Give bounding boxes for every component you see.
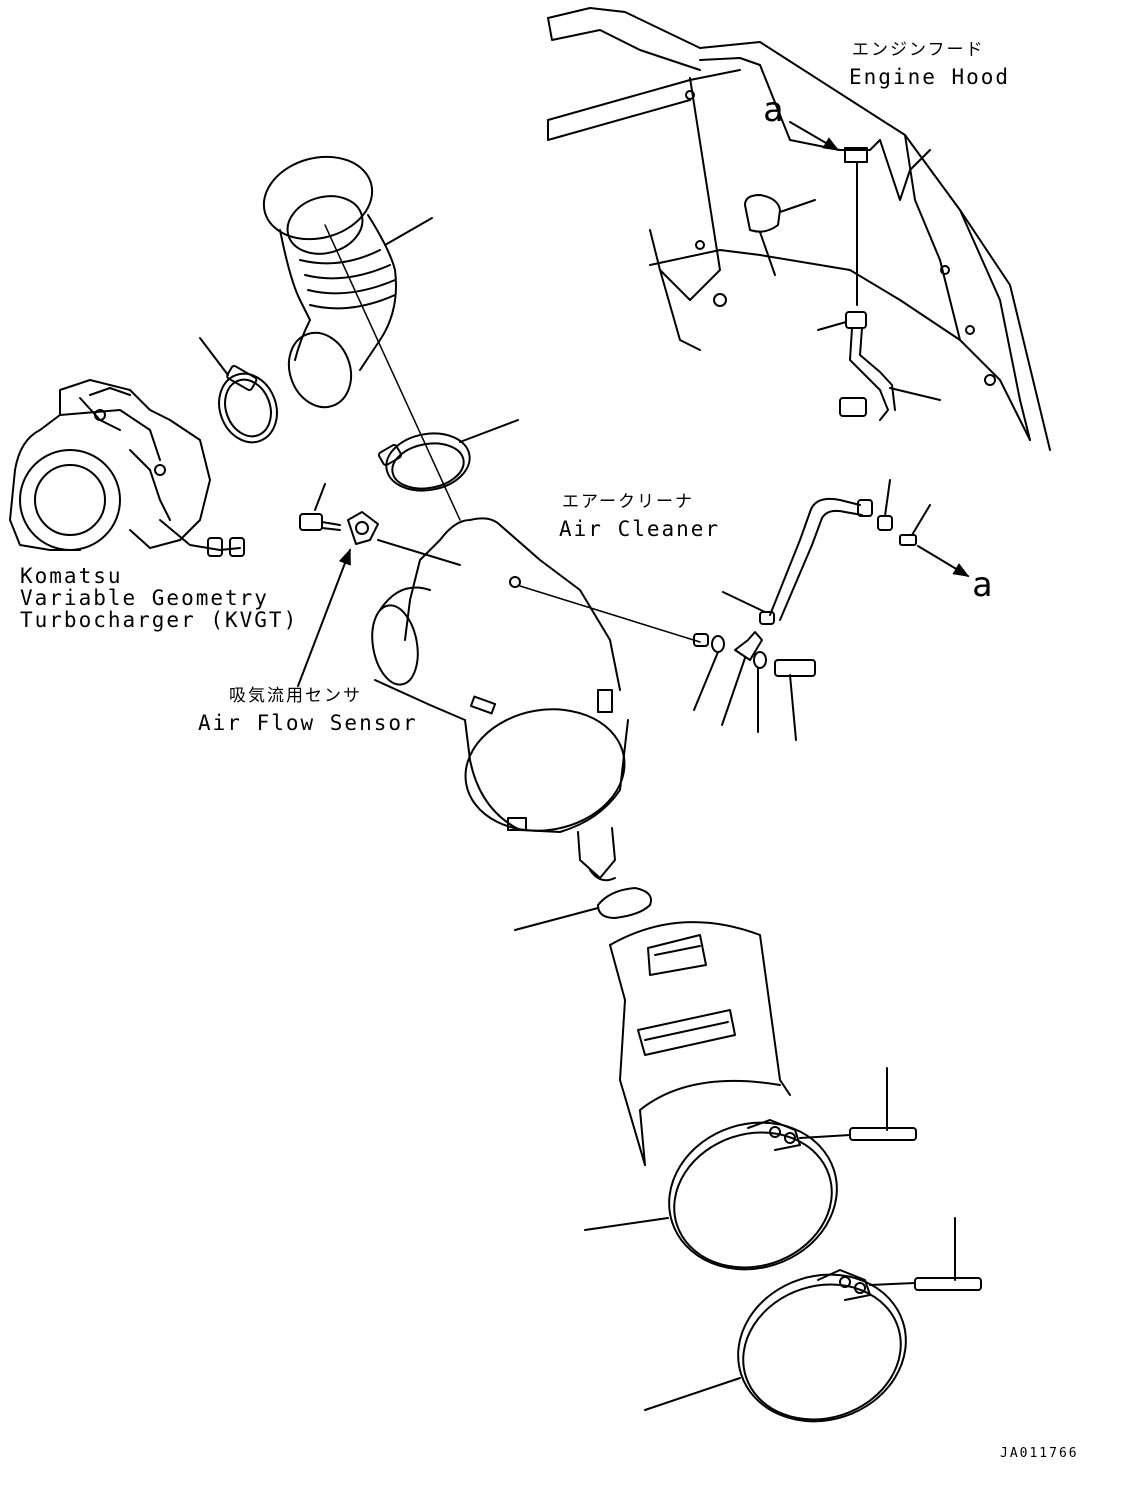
air-flow-sensor-label-en: Air Flow Sensor [198, 711, 418, 735]
turbocharger-label-line1: Komatsu [20, 564, 123, 588]
air-flow-sensor-arrow [297, 548, 351, 687]
reference-a-right: a [972, 565, 993, 605]
ref-arrow-top [789, 121, 840, 151]
engine-hood-label-en: Engine Hood [849, 65, 1011, 89]
dust-valve [514, 887, 652, 931]
band-clamp-lower [644, 1217, 982, 1423]
lower-cover [609, 921, 791, 1166]
air-flow-sensor [299, 483, 461, 566]
turbocharger-label-line2: Variable Geometry [20, 586, 269, 611]
intake-elbow-hose [262, 155, 433, 409]
air-cleaner-body [371, 517, 701, 882]
restriction-sensor [744, 147, 941, 421]
reference-a-top: a [763, 90, 784, 130]
turbocharger-label-line3: Turbocharger (KVGT) [20, 608, 299, 633]
assembly-axis-line [324, 224, 461, 521]
drawing-code: JA011766 [1000, 1446, 1079, 1461]
engine-hood-outline [547, 7, 1051, 451]
hose-clamp-center [377, 419, 519, 492]
air-cleaner-label-jp: エアークリーナ [562, 492, 694, 512]
turbocharger-label: Komatsu Variable Geometry Turbocharger (… [20, 565, 298, 631]
turbocharger [9, 379, 245, 557]
vacuum-tube [722, 479, 931, 625]
hose-clamp-left [199, 337, 278, 444]
ref-arrow-right [917, 545, 970, 577]
air-flow-sensor-label-jp: 吸気流用センサ [229, 686, 362, 706]
fittings [693, 631, 816, 741]
band-clamp-upper [584, 1067, 917, 1271]
engine-hood-label-jp: エンジンフード [852, 40, 985, 60]
air-cleaner-label-en: Air Cleaner [559, 517, 721, 541]
